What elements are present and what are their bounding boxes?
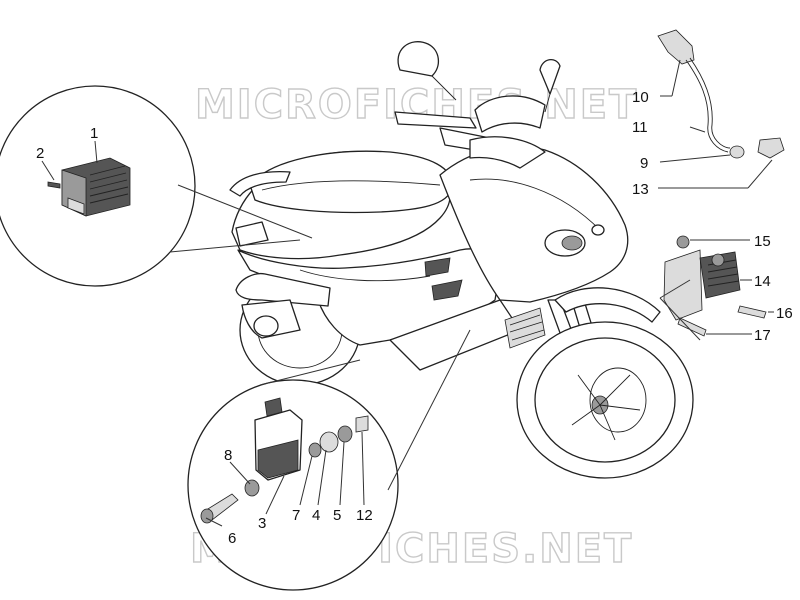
callout-9: 9 [640,155,648,172]
scooter-illustration [229,41,694,479]
callout-6: 6 [228,530,236,547]
callout-13: 13 [632,181,649,198]
callout-15: 15 [754,233,771,250]
callout-12: 12 [356,507,373,524]
callout-3: 3 [258,515,266,532]
watermark-top: MICROFICHES.NET [195,82,638,128]
callout-2: 2 [36,145,44,162]
callout-4: 4 [312,507,320,524]
callout-11: 11 [632,119,648,136]
callout-7: 7 [292,507,300,524]
callout-1: 1 [90,125,98,142]
detail-circle-cdi [187,329,471,591]
callout-labels: 1 2 3 4 5 6 7 8 9 10 11 12 13 14 15 16 1… [36,89,793,547]
callout-14: 14 [754,273,771,290]
callout-10: 10 [632,89,649,106]
callout-5: 5 [333,507,341,524]
callout-17: 17 [754,327,771,344]
callout-8: 8 [224,447,232,464]
callout-16: 16 [776,305,793,322]
detail-circle-regulator [0,85,313,287]
ignition-coil-group [657,29,785,341]
